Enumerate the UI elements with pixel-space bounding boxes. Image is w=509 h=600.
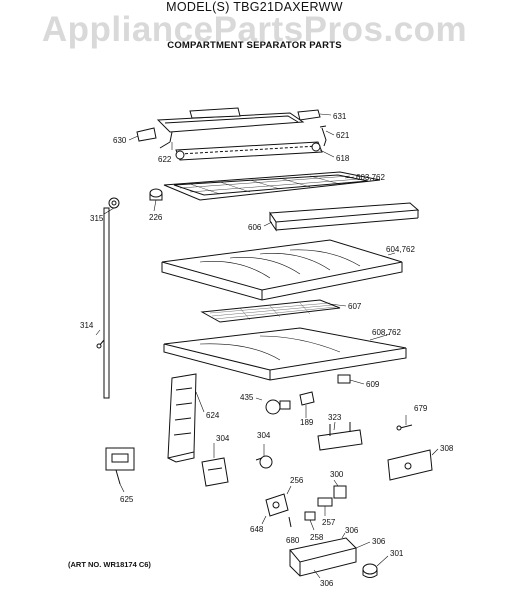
callout-308: 308 — [440, 444, 454, 453]
part-630-block — [136, 127, 157, 142]
callout-604: 604,762 — [386, 245, 415, 254]
part-300-switch — [333, 485, 347, 499]
callout-603: 603,762 — [356, 173, 385, 182]
part-631-block — [297, 109, 321, 121]
callout-618: 618 — [336, 154, 350, 163]
part-608-base — [163, 327, 407, 381]
part-257-connector — [317, 497, 333, 507]
callout-621: 621 — [336, 131, 350, 140]
part-622-cover — [156, 107, 305, 149]
part-304-knob — [255, 455, 273, 469]
part-624-duct — [167, 373, 197, 463]
part-315-314-rod — [96, 197, 120, 399]
callout-304-housing: 304 — [216, 434, 230, 443]
part-189-socket — [299, 391, 315, 406]
part-304-housing — [201, 457, 229, 487]
part-609-clip — [337, 374, 351, 384]
callout-609: 609 — [366, 380, 380, 389]
callout-608: 608,762 — [372, 328, 401, 337]
callout-306-right: 306 — [372, 537, 386, 546]
part-301-knob — [362, 563, 378, 578]
part-625-panel — [105, 447, 135, 485]
callout-257: 257 — [322, 518, 336, 527]
part-308-plate — [387, 449, 433, 481]
callout-625: 625 — [120, 495, 134, 504]
callout-306-bottom: 306 — [320, 579, 334, 588]
callout-630: 630 — [113, 136, 127, 145]
part-618-rail — [175, 141, 323, 161]
callout-labels: 631 630 621 622 618 603,762 315 226 606 … — [80, 112, 454, 588]
part-323-bracket — [317, 422, 363, 451]
callout-314: 314 — [80, 321, 94, 330]
part-604-divider — [161, 239, 403, 301]
callout-315: 315 — [90, 214, 104, 223]
part-648-control — [265, 493, 292, 528]
model-title: MODEL(S) TBG21DAXERWW — [166, 0, 343, 14]
part-258-clip — [304, 511, 316, 521]
callout-631: 631 — [333, 112, 347, 121]
callout-256: 256 — [290, 476, 304, 485]
callout-304-knob: 304 — [257, 431, 271, 440]
callout-226: 226 — [149, 213, 163, 222]
diagram-subtitle: COMPARTMENT SEPARATOR PARTS — [167, 40, 342, 51]
part-621-clip — [319, 125, 327, 147]
callout-435: 435 — [240, 393, 254, 402]
part-306-housing — [289, 537, 357, 577]
callout-323: 323 — [328, 413, 342, 422]
part-435-bulb — [265, 399, 291, 415]
part-226-knob — [149, 188, 163, 201]
callout-189: 189 — [300, 418, 314, 427]
watermark: AppliancePartsPros.com — [41, 10, 468, 49]
callout-606: 606 — [248, 223, 262, 232]
callout-300: 300 — [330, 470, 344, 479]
callout-622: 622 — [158, 155, 172, 164]
part-606-trim — [269, 202, 420, 232]
callout-679: 679 — [414, 404, 428, 413]
callout-301: 301 — [390, 549, 404, 558]
callout-680: 680 — [286, 536, 300, 545]
part-603-shelf — [163, 171, 381, 201]
callout-624: 624 — [206, 411, 220, 420]
part-679-screw — [396, 424, 413, 431]
callout-258: 258 — [310, 533, 324, 542]
art-number: (ART NO. WR18174 C6) — [68, 560, 151, 569]
callout-607: 607 — [348, 302, 362, 311]
callout-306-top: 306 — [345, 526, 359, 535]
callout-648: 648 — [250, 525, 264, 534]
part-607-mesh — [200, 299, 341, 323]
